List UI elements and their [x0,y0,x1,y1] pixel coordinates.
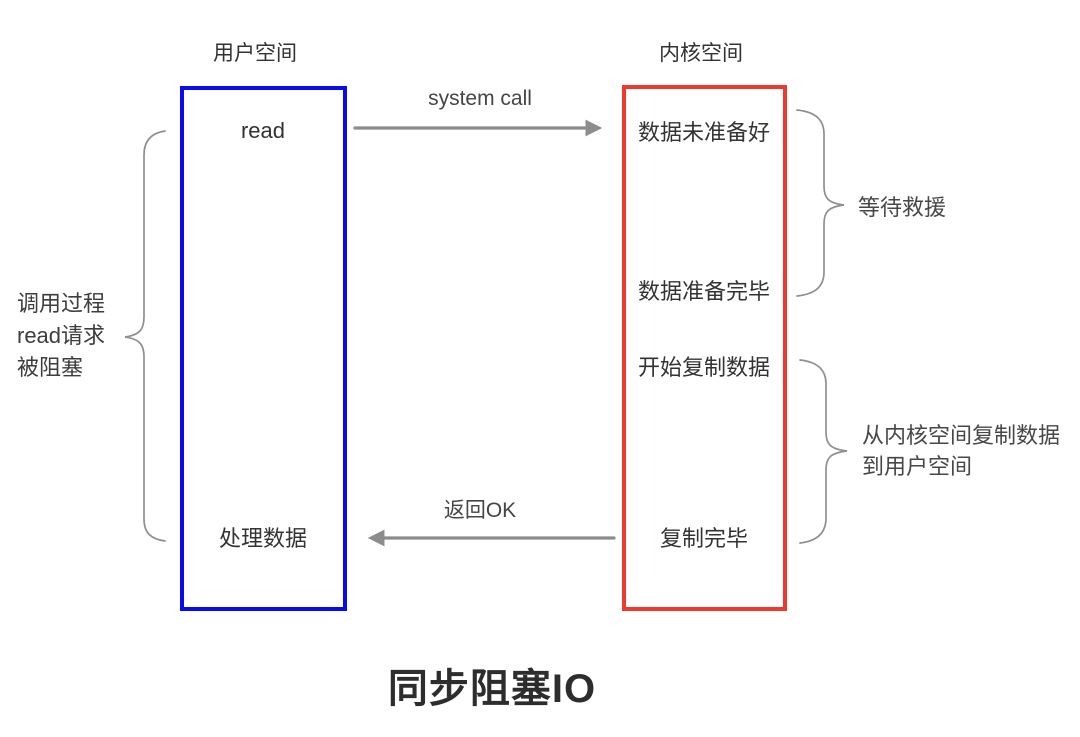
user-space-label: 用户空间 [213,42,297,65]
blocked-note-line: 调用过程 [17,291,106,316]
waiting-note: 等待救援 [858,195,947,220]
copy-note-line: 到用户空间 [862,454,973,479]
system-call-label: system call [428,87,532,110]
return-ok-label: 返回OK [443,499,517,522]
copy-note-line: 从内核空间复制数据 [862,423,1061,448]
page-title: 同步阻塞IO [387,667,597,711]
blocked-note: 调用过程 read请求 被阻塞 [17,288,105,384]
step-data-ready: 数据准备完毕 [637,279,771,304]
blocked-note-line: 被阻塞 [17,355,84,380]
blocked-note-line: read请求 [17,323,106,348]
user-space-box [180,86,347,611]
step-process-data: 处理数据 [218,526,308,551]
copy-brace [799,359,848,544]
step-data-not-ready: 数据未准备好 [637,120,771,145]
copy-note: 从内核空间复制数据 到用户空间 [862,420,1060,482]
step-read: read [240,118,286,143]
step-copy-done: 复制完毕 [659,526,749,551]
kernel-space-label: 内核空间 [659,42,743,65]
waiting-brace [796,109,845,297]
kernel-space-box [622,85,787,611]
step-start-copy: 开始复制数据 [637,355,771,380]
blocked-brace [124,130,166,542]
